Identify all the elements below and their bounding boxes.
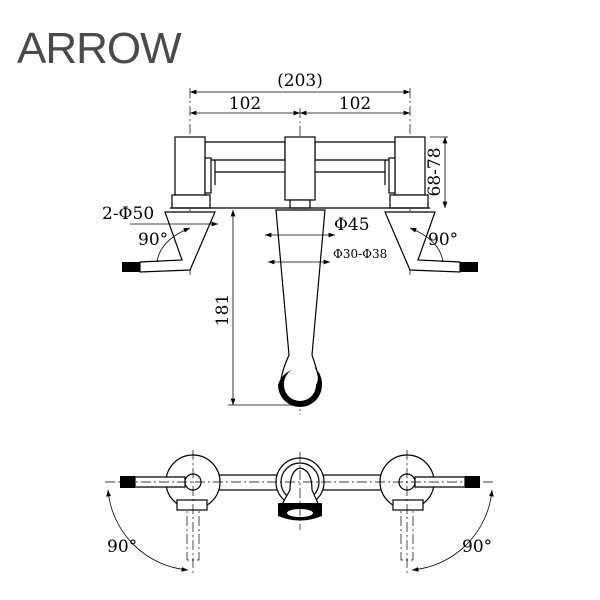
left-lever-grip	[122, 262, 140, 272]
right-lever-grip	[460, 262, 478, 272]
spout-height-label: 181	[213, 294, 233, 326]
height-range-label: 68-78	[425, 147, 445, 196]
left-lever-base	[176, 499, 208, 511]
spout-base-label: Φ45	[334, 215, 370, 235]
right-valve-base	[389, 194, 429, 209]
front-left-rotation-label: 90°	[138, 230, 168, 250]
right-valve-body	[394, 136, 426, 196]
right-lever-base	[392, 499, 424, 511]
handle-base-label: 2-Φ50	[102, 204, 154, 224]
front-right-rotation-label: 90°	[428, 230, 458, 250]
brand-logo: ARROW	[17, 24, 182, 73]
top-right-rotation-label: 90°	[462, 537, 492, 557]
top-view: 90° 90°	[105, 450, 495, 575]
center-neck	[289, 199, 311, 209]
aerator	[278, 367, 323, 407]
front-view: (203) 102 102 181 68-78 2-	[102, 71, 478, 415]
inner-pipe	[214, 160, 386, 185]
left-valve-body	[174, 136, 206, 196]
overall-width-label: (203)	[277, 71, 323, 91]
left-valve-collar	[204, 157, 212, 194]
left-spacing-label: 102	[229, 94, 261, 114]
top-right-lever	[414, 476, 466, 488]
left-valve-base	[171, 194, 211, 209]
right-spacing-label: 102	[339, 94, 371, 114]
right-valve-collar	[388, 157, 396, 194]
top-left-rotation-label: 90°	[107, 537, 137, 557]
center-body	[284, 136, 316, 201]
hole-range-label: Φ30-Φ38	[333, 247, 387, 261]
width-dimensions: (203) 102 102	[189, 71, 411, 415]
